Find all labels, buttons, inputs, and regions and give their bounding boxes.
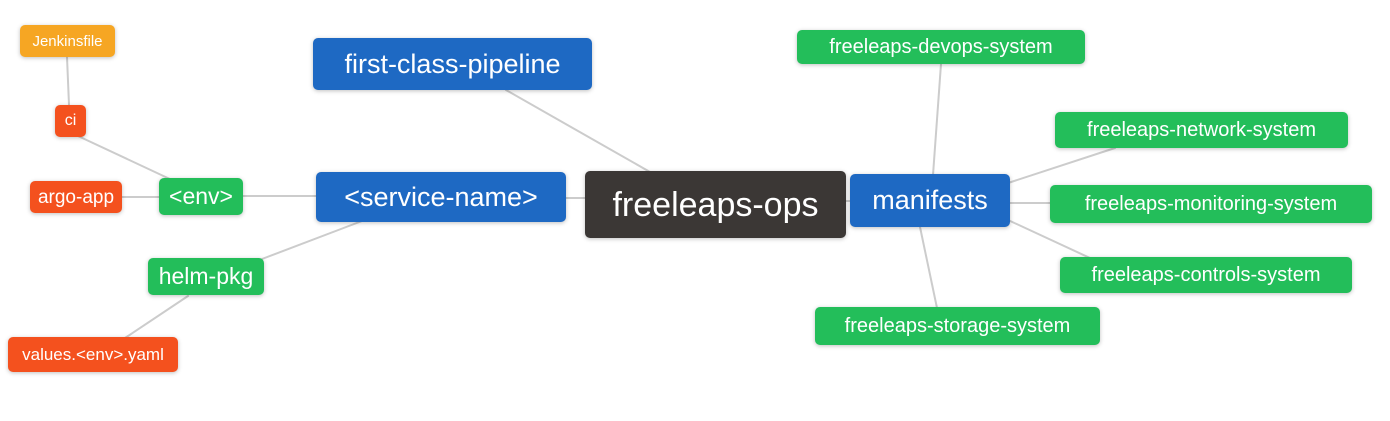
node-helm-pkg[interactable]: helm-pkg (148, 258, 264, 295)
edge-manifests-network (1007, 147, 1116, 184)
node-freeleaps-storage-system[interactable]: freeleaps-storage-system (815, 307, 1100, 345)
node-manifests[interactable]: manifests (850, 174, 1010, 227)
node-env[interactable]: <env> (159, 178, 243, 215)
edge-values-helm-pkg (124, 295, 189, 339)
edge-manifests-devops (932, 63, 942, 176)
edge-helm-pkg-service-name (261, 220, 363, 260)
edge-manifests-controls (1007, 219, 1091, 259)
edge-jenkinsfile-ci (66, 56, 70, 106)
node-service-name[interactable]: <service-name> (316, 172, 566, 222)
edge-manifests-storage (919, 226, 938, 309)
edge-pipeline-ops (505, 89, 651, 173)
node-freeleaps-controls-system[interactable]: freeleaps-controls-system (1060, 257, 1352, 293)
node-jenkinsfile[interactable]: Jenkinsfile (20, 25, 115, 57)
node-freeleaps-ops[interactable]: freeleaps-ops (585, 171, 846, 238)
node-ci[interactable]: ci (55, 105, 86, 137)
edge-ci-env (77, 135, 173, 181)
node-values-env-yaml[interactable]: values.<env>.yaml (8, 337, 178, 372)
node-first-class-pipeline[interactable]: first-class-pipeline (313, 38, 592, 90)
node-freeleaps-monitoring-system[interactable]: freeleaps-monitoring-system (1050, 185, 1372, 223)
node-argo-app[interactable]: argo-app (30, 181, 122, 213)
node-freeleaps-devops-system[interactable]: freeleaps-devops-system (797, 30, 1085, 64)
node-freeleaps-network-system[interactable]: freeleaps-network-system (1055, 112, 1348, 148)
